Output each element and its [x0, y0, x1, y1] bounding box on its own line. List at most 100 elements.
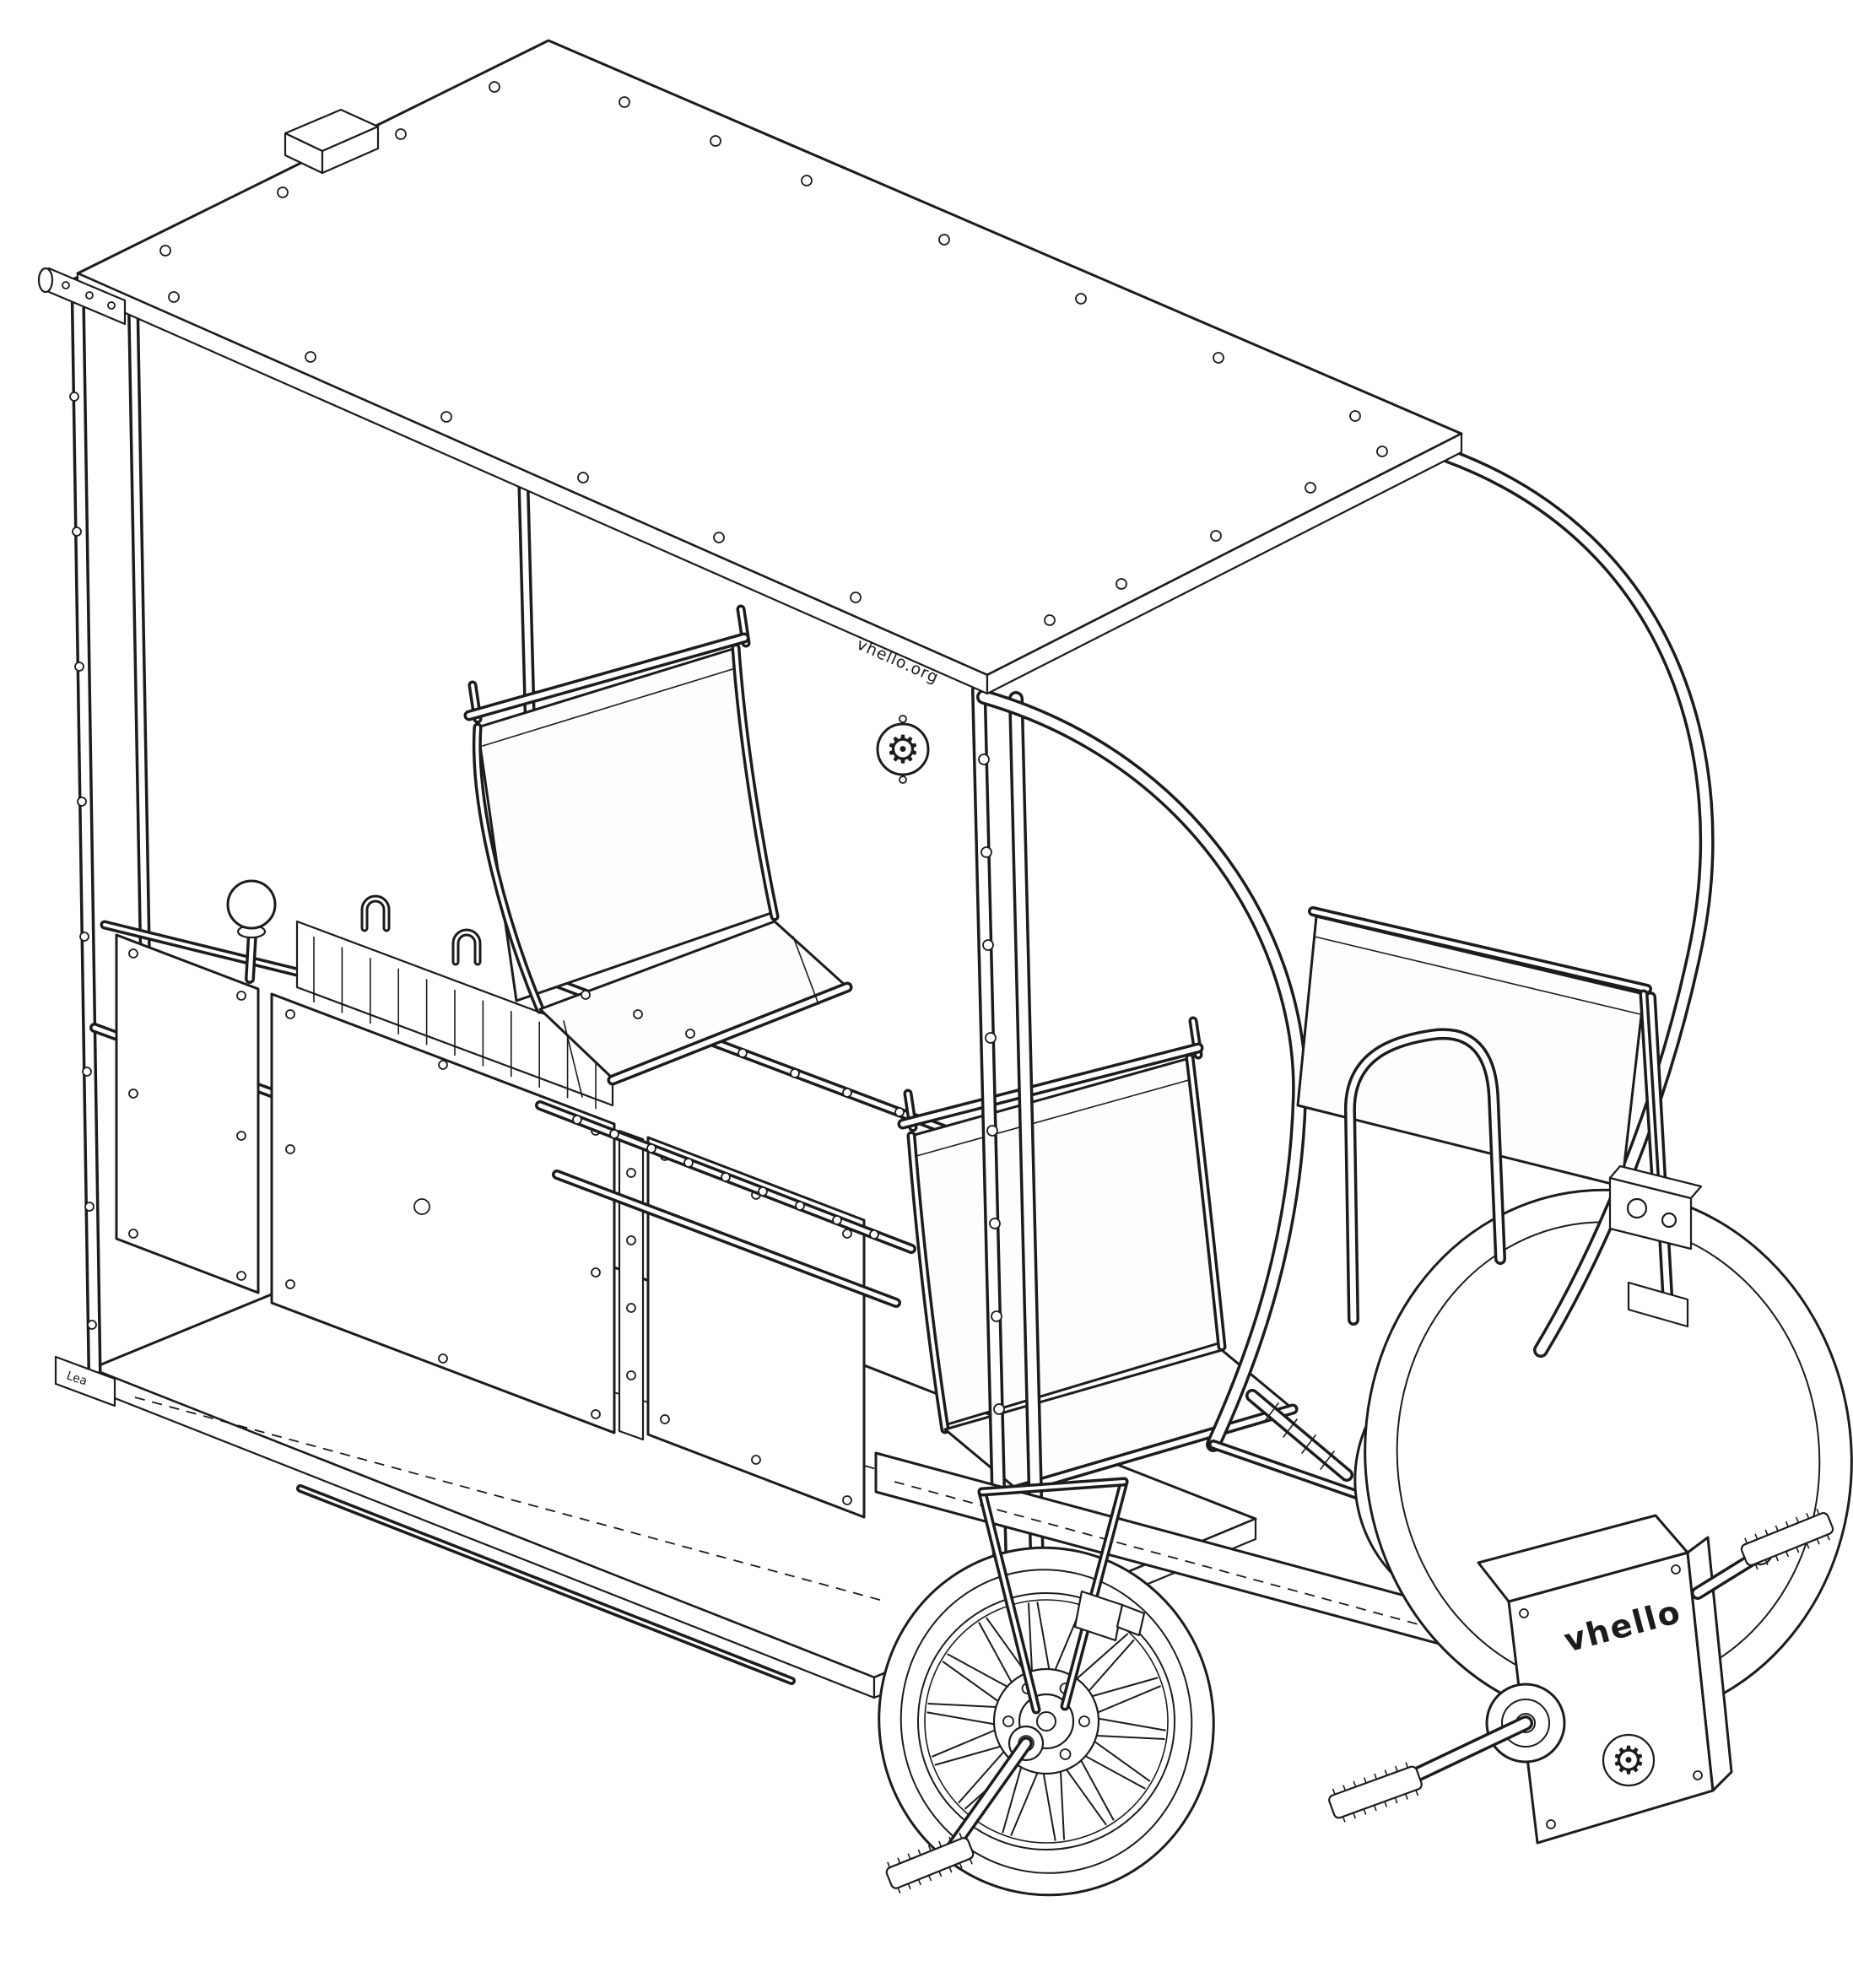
screw-hole [395, 128, 407, 140]
fork-blade [1063, 1480, 1126, 1708]
front-pedal [885, 1832, 975, 1894]
pedal-tooth [959, 1832, 963, 1839]
screw-hole [795, 1201, 805, 1211]
screw-hole [978, 754, 990, 765]
screw-hole [721, 1172, 731, 1182]
roof-edge-band-right [986, 432, 1463, 695]
front-arch-tube [979, 692, 1305, 1450]
disc-hole [1059, 1748, 1072, 1760]
seat-side-tube [1188, 1056, 1224, 1348]
screw-hole [850, 592, 862, 603]
tow-hitch [226, 879, 277, 984]
screw-hole [1210, 530, 1222, 542]
gear-logo-plate [876, 722, 930, 776]
side-panel-1 [270, 992, 616, 1434]
gear-logo-icon: ⚙ [885, 727, 920, 772]
pedal-tooth [938, 1871, 943, 1877]
screw-hole [751, 1455, 761, 1465]
screw-hole [72, 527, 82, 537]
canopy-post-b [1011, 694, 1043, 1607]
drive-gear-plate [1602, 1733, 1656, 1787]
screw-hole [128, 948, 138, 959]
screw-hole [982, 939, 994, 951]
brake-caliper-pad [1116, 1603, 1146, 1637]
brake-caliper [1073, 1590, 1124, 1642]
screw-hole [440, 411, 452, 423]
pedal-tooth [1754, 1563, 1758, 1570]
fork-crown [981, 1480, 1126, 1494]
roof-hinge [37, 267, 54, 294]
seat-top-crossbar [900, 1045, 1201, 1126]
screw-hole [277, 186, 289, 198]
charge-port-button [1661, 1212, 1677, 1229]
rack-slats [313, 937, 597, 1109]
screw-hole [993, 1403, 1005, 1415]
post-foot-plate [54, 1355, 116, 1407]
rear-side-panel [115, 933, 260, 1294]
screw-hole [985, 1032, 997, 1044]
screw-hole [236, 1131, 246, 1141]
pedal-tooth [1806, 1542, 1810, 1549]
roof-canopy: vhello.org [37, 39, 1463, 695]
screw-hole [938, 234, 950, 246]
rear-seat [1296, 906, 1661, 1188]
screw-hole [894, 1107, 905, 1117]
hitch-ball [226, 879, 277, 930]
roof-sensor-box-side [321, 125, 380, 175]
pedal-tooth [959, 1862, 963, 1869]
screw-hole [991, 1310, 1002, 1322]
pedal-tooth [948, 1866, 953, 1873]
screw-hole [1305, 482, 1316, 494]
pedal-tooth [1363, 1777, 1367, 1784]
screw-hole [285, 1279, 295, 1289]
screw-hole [713, 532, 725, 543]
pedal-tooth [1374, 1773, 1378, 1780]
left-pedal [1328, 1762, 1423, 1823]
shock-absorber [1248, 1391, 1351, 1479]
pedal-tooth [1373, 1805, 1377, 1812]
panel-screws [128, 948, 852, 1505]
screw-hole [660, 1414, 670, 1424]
screw-hole [438, 1060, 448, 1070]
screw-hole [84, 1202, 95, 1212]
pedal-tooth [1796, 1547, 1800, 1553]
screw-hole [683, 1158, 694, 1168]
screw-hole [633, 1009, 643, 1019]
screw-hole [74, 662, 84, 672]
screw-hole [591, 1409, 601, 1419]
screw-hole [869, 1229, 879, 1240]
side-step-tube [299, 1487, 793, 1683]
battery-rack [295, 894, 614, 1109]
canopy-post-a [974, 685, 1006, 1598]
rack-handle-1 [363, 897, 388, 930]
rear-post-bracket [1627, 1281, 1689, 1328]
pedal-tooth [948, 1836, 953, 1843]
pedal-tooth [1405, 1762, 1409, 1769]
seat-side-tube [734, 646, 776, 918]
pedal-tooth [1754, 1533, 1758, 1540]
disc-hole [1002, 1715, 1014, 1727]
screw-hole [801, 175, 813, 186]
front-rim-inner [924, 1599, 1169, 1844]
front-seat [463, 604, 853, 1098]
screw-hole [285, 1144, 295, 1154]
screw-hole [737, 1048, 748, 1058]
screw-hole [581, 990, 591, 1000]
pedal-tooth [927, 1845, 932, 1851]
disc-hole [1078, 1715, 1090, 1727]
seat-rail-lower [554, 1172, 899, 1305]
pedal-tooth [1332, 1788, 1336, 1795]
frame-marking-text: Lea [65, 1369, 89, 1389]
pedal-tooth [1394, 1765, 1398, 1772]
rear-seat-post [1647, 994, 1671, 1298]
screw-hole [646, 1143, 656, 1153]
screw-hole [159, 245, 171, 257]
screw-hole [758, 1186, 768, 1197]
pedal-tooth [1342, 1785, 1347, 1791]
rack-handle-2 [454, 931, 479, 964]
pedal-tooth [907, 1853, 911, 1860]
pedal-tooth [887, 1861, 891, 1868]
screw-hole [626, 1235, 636, 1245]
drive-unit: vhello ⚙ [1477, 1514, 1733, 1845]
